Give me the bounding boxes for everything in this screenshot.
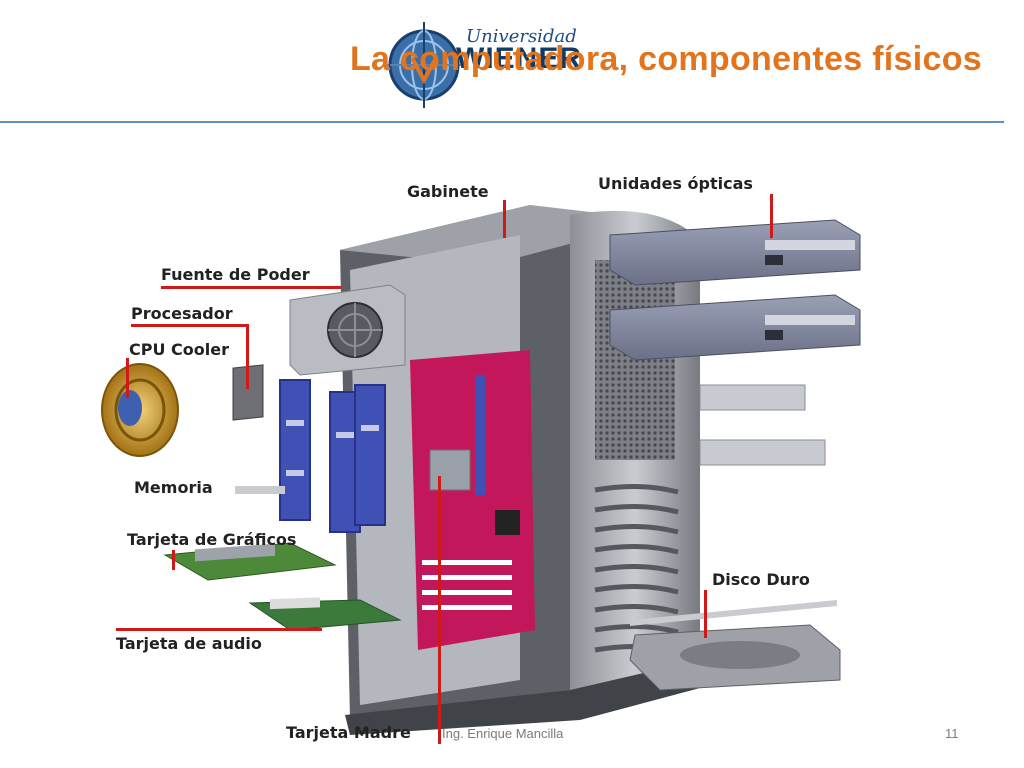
floppy-bay [699, 439, 826, 466]
leader-unidades-opticas [770, 194, 773, 238]
label-unidades-opticas: Unidades ópticas [598, 174, 753, 193]
computer-illustration [101, 205, 861, 735]
leader-cpu-cooler [126, 358, 129, 398]
label-tarjeta-graficos: Tarjeta de Gráficos [127, 530, 297, 549]
leader-tarjeta-audio [116, 628, 322, 631]
leader-tarjeta-graficos [172, 550, 175, 570]
card-reader-bay [699, 384, 806, 411]
memory-connector [235, 486, 285, 494]
leader-procesador-down [246, 324, 249, 389]
label-fuente-de-poder: Fuente de Poder [161, 265, 310, 284]
label-tarjeta-audio: Tarjeta de audio [116, 634, 262, 653]
label-cpu-cooler: CPU Cooler [129, 340, 229, 359]
case-base [345, 660, 730, 735]
label-tarjeta-madre: Tarjeta Madre [286, 723, 411, 742]
title-divider [0, 121, 1004, 123]
page-number: 11 [945, 726, 959, 741]
leader-gabinete [503, 200, 506, 238]
optical-drive-1 [609, 219, 861, 286]
leader-procesador [131, 324, 247, 327]
university-logo: Universidad WIENER [386, 20, 646, 110]
globe-icon [386, 22, 466, 108]
motherboard-chip [495, 510, 520, 535]
motherboard-slots [422, 560, 512, 610]
computer-diagram: Gabinete Unidades ópticas Fuente de Pode… [100, 160, 880, 750]
leader-fuente-de-poder [161, 286, 341, 289]
label-memoria: Memoria [134, 478, 213, 497]
label-procesador: Procesador [131, 304, 233, 323]
motherboard-ram-slot [475, 375, 485, 495]
logo-wordmark: WIENER [456, 42, 582, 75]
leader-tarjeta-madre [438, 476, 441, 744]
hard-disk-tray [630, 600, 837, 626]
label-gabinete: Gabinete [407, 182, 489, 201]
leader-disco-duro [704, 590, 707, 638]
logo-subtitle: Universidad [466, 26, 577, 47]
optical-drive-2 [609, 294, 861, 361]
memory-modules [279, 379, 386, 533]
label-disco-duro: Disco Duro [712, 570, 810, 589]
slide-title: La computadora, componentes físicos [349, 40, 982, 78]
motherboard-heatsink [429, 449, 471, 491]
front-vents [594, 483, 679, 655]
footer-author: Ing. Enrique Mancilla [442, 726, 564, 741]
